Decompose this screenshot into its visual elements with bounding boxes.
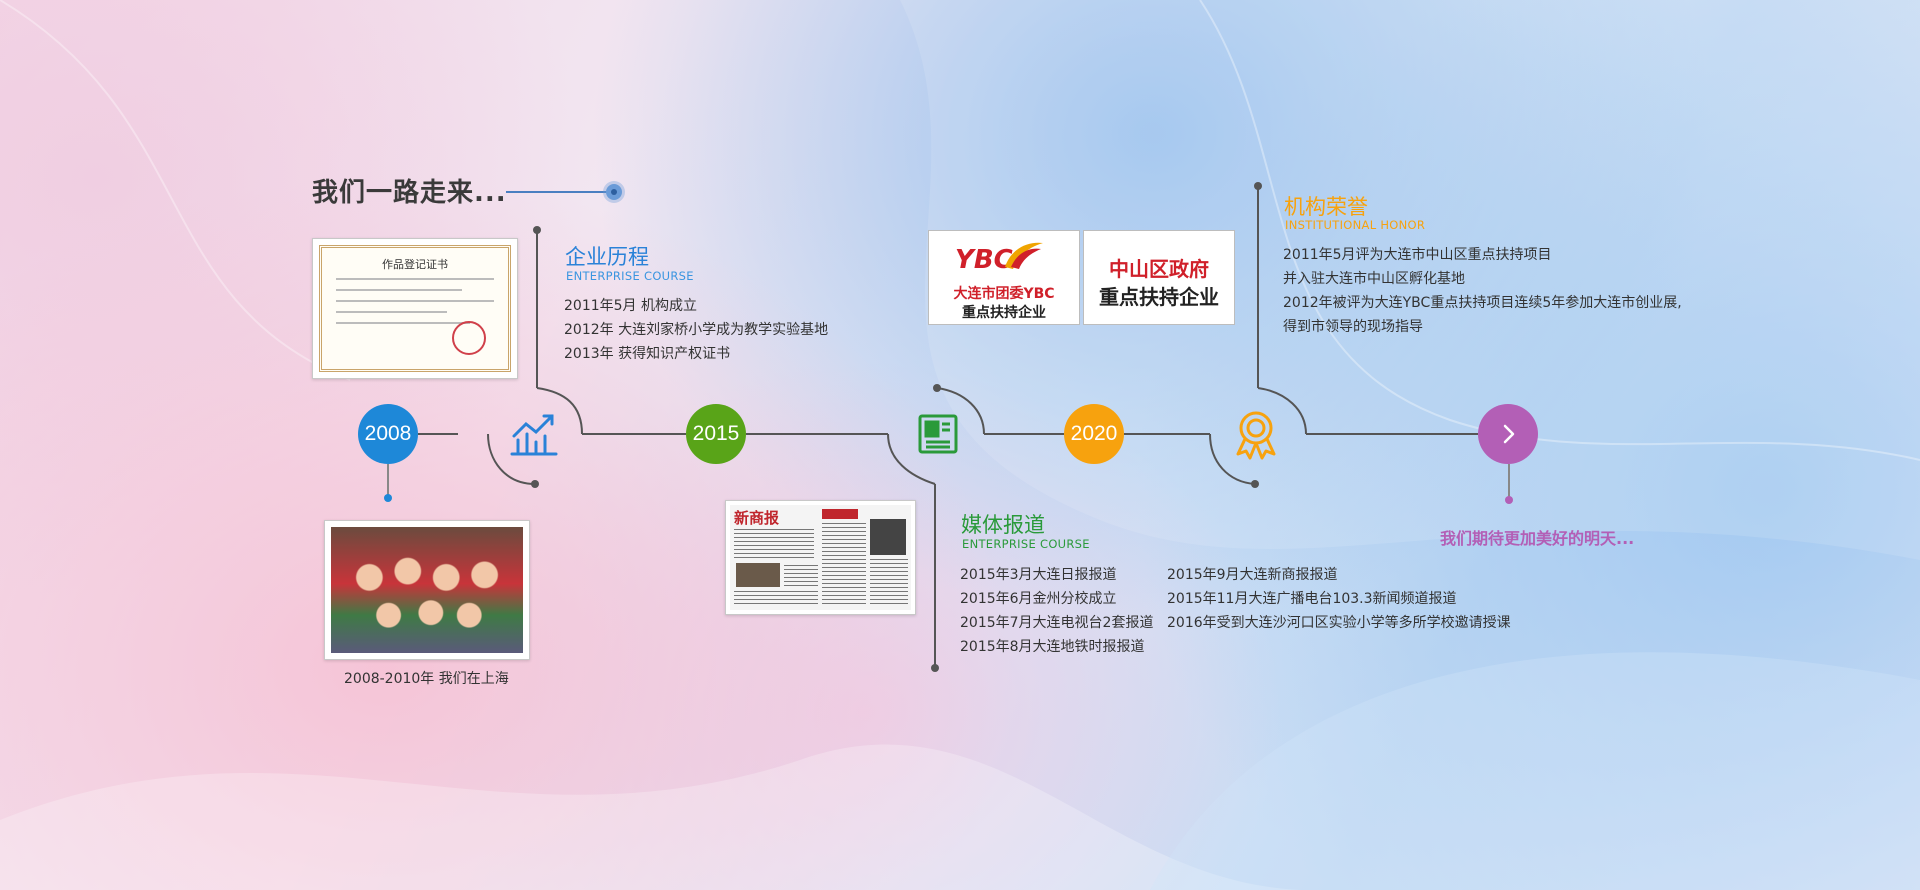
media-subtitle: ENTERPRISE COURSE xyxy=(962,537,1090,551)
year-2008-node: 2008 xyxy=(358,404,418,464)
award-ribbon-icon xyxy=(1236,411,1276,460)
title-dot xyxy=(606,184,622,200)
media-title: 媒体报道 xyxy=(961,513,1045,537)
list-item: 2011年5月评为大连市中山区重点扶持项目 xyxy=(1283,247,1552,263)
list-item: 2015年11月大连广播电台103.3新闻频道报道 xyxy=(1167,591,1457,607)
ybc-swoosh-icon xyxy=(1005,242,1043,269)
media-list-col1: 2015年3月大连日报报道 2015年6月金州分校成立 2015年7月大连电视台… xyxy=(960,563,1153,659)
list-item: 2015年8月大连地铁时报报道 xyxy=(960,639,1145,655)
chevron-right-icon xyxy=(1503,424,1515,444)
enterprise-subtitle: ENTERPRISE COURSE xyxy=(566,269,694,283)
photo-caption-2008: 2008-2010年 我们在上海 xyxy=(344,671,509,687)
year-2020-node: 2020 xyxy=(1064,404,1124,464)
year-2015-node: 2015 xyxy=(686,404,746,464)
title-underline xyxy=(506,191,612,193)
ybc-line2: 重点扶持企业 xyxy=(962,305,1046,321)
list-item: 得到市领导的现场指导 xyxy=(1283,319,1423,335)
gov-line1: 中山区政府 xyxy=(1109,257,1209,281)
chart-growth-icon xyxy=(510,414,558,456)
list-item: 2016年受到大连沙河口区实验小学等多所学校邀请授课 xyxy=(1167,615,1511,631)
list-item: 2015年7月大连电视台2套报道 xyxy=(960,615,1154,631)
list-item: 2012年 大连刘家桥小学成为教学实验基地 xyxy=(564,322,829,338)
group-photo xyxy=(324,520,530,660)
list-item: 2013年 获得知识产权证书 xyxy=(564,346,731,362)
enterprise-list: 2011年5月 机构成立 2012年 大连刘家桥小学成为教学实验基地 2013年… xyxy=(564,294,828,366)
list-item: 2012年被评为大连YBC重点扶持项目连续5年参加大连市创业展, xyxy=(1283,295,1682,311)
list-item: 2011年5月 机构成立 xyxy=(564,298,697,314)
honor-title: 机构荣誉 xyxy=(1284,195,1368,219)
list-item: 并入驻大连市中山区孵化基地 xyxy=(1283,271,1465,287)
media-list-col2: 2015年9月大连新商报报道 2015年11月大连广播电台103.3新闻频道报道… xyxy=(1167,563,1511,635)
list-item: 2015年3月大连日报报道 xyxy=(960,567,1117,583)
list-item: 2015年9月大连新商报报道 xyxy=(1167,567,1338,583)
seal-stamp xyxy=(452,321,486,355)
newspaper-icon xyxy=(918,414,958,454)
list-item: 2015年6月金州分校成立 xyxy=(960,591,1117,607)
page-title: 我们一路走来... xyxy=(312,178,507,208)
next-button[interactable] xyxy=(1478,404,1538,464)
certificate-photo: 作品登记证书 xyxy=(312,238,518,379)
certificate-title: 作品登记证书 xyxy=(382,258,448,271)
honor-list: 2011年5月评为大连市中山区重点扶持项目 并入驻大连市中山区孵化基地 2012… xyxy=(1283,243,1682,339)
honor-subtitle: INSTITUTIONAL HONOR xyxy=(1285,218,1426,232)
gov-line2: 重点扶持企业 xyxy=(1099,285,1219,309)
future-tagline: 我们期待更加美好的明天... xyxy=(1440,529,1635,548)
gov-logo-card: 中山区政府 重点扶持企业 xyxy=(1083,230,1235,325)
ybc-mark: YBC xyxy=(955,245,1013,275)
enterprise-title: 企业历程 xyxy=(565,245,649,269)
ybc-logo-card: YBC 大连市团委YBC 重点扶持企业 xyxy=(928,230,1080,325)
ybc-line1: 大连市团委YBC xyxy=(953,286,1055,302)
newspaper-clipping: 新商报 xyxy=(725,500,916,615)
newspaper-masthead: 新商报 xyxy=(734,509,780,527)
